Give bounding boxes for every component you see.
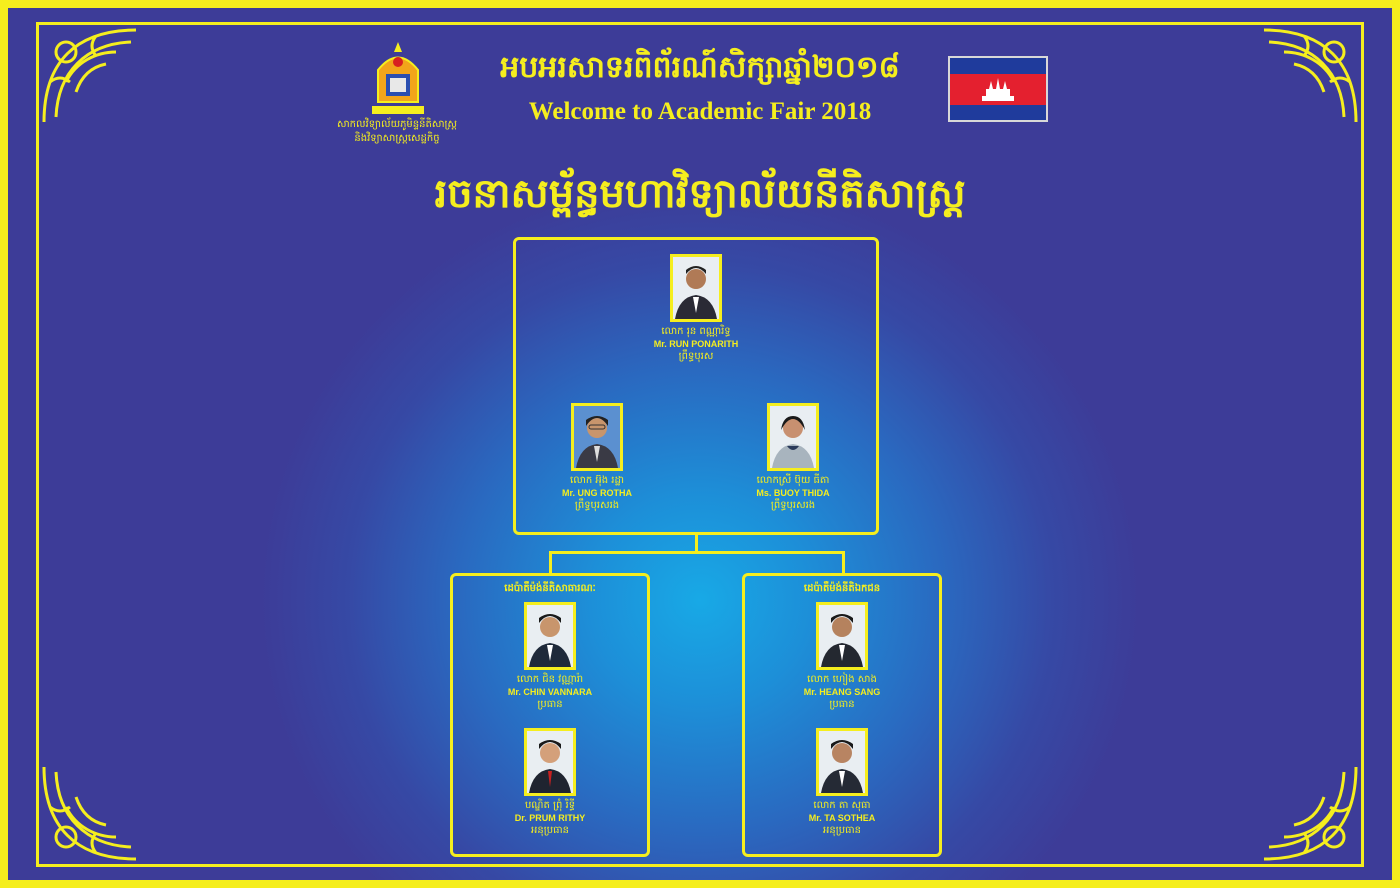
- vice-dean-role: ព្រឹទ្ធបុរសរង: [770, 500, 816, 511]
- person-name-kh: បណ្ឌិត ព្រុំ រិទ្ធី: [524, 800, 576, 811]
- vice-dean-name-en: Mr. UNG ROTHA: [561, 488, 632, 498]
- department-head-card: លោក ហៀង សាង Mr. HEANG SANG ប្រធាន: [742, 602, 942, 712]
- person-name-kh: លោក តា សុធា: [813, 800, 871, 811]
- leadership-box: [513, 237, 879, 535]
- person-name-en: Mr. CHIN VANNARA: [507, 687, 593, 697]
- department-box-private-law: [742, 573, 942, 857]
- person-role: ប្រធាន: [537, 699, 563, 710]
- cambodia-flag-icon: [948, 56, 1048, 122]
- ornament-corner-icon: [1254, 757, 1364, 867]
- person-name-en: Mr. HEANG SANG: [803, 687, 881, 697]
- person-portrait-icon: [767, 403, 819, 471]
- vice-dean-card: លោកស្រី ប៊ុយ ធីតា Ms. BUOY THIDA ព្រឹទ្ធ…: [693, 403, 893, 513]
- dean-card: លោក រុន ពណ្ណារិទ្ធ Mr. RUN PONARITH ព្រឹ…: [596, 254, 796, 364]
- department-title: ដេប៉ាតឺម៉ង់នីតិឯកជន: [803, 583, 881, 594]
- title-english: Welcome to Academic Fair 2018: [528, 98, 872, 125]
- vice-dean-role: ព្រឹទ្ធបុរសរង: [574, 500, 620, 511]
- person-name-kh: លោក ជិន វណ្ណារ៉ា: [516, 674, 584, 685]
- university-logo-icon: [368, 40, 428, 118]
- ornament-corner-icon: [1254, 22, 1364, 132]
- person-name-kh: លោក ហៀង សាង: [807, 674, 877, 685]
- ornament-corner-icon: [36, 757, 146, 867]
- connector-line: [842, 551, 845, 573]
- dean-name-en: Mr. RUN PONARITH: [653, 339, 739, 349]
- person-portrait-icon: [816, 728, 868, 796]
- inner-border: [36, 22, 1364, 867]
- logo-caption-line2: និងវិទ្យាសាស្ត្រសេដ្ឋកិច្ច: [354, 133, 440, 144]
- logo-caption: សាកលវិទ្យាល័យភូមិន្ទនីតិសាស្ត្រ និងវិទ្យ…: [322, 118, 472, 146]
- logo-caption-line1: សាកលវិទ្យាល័យភូមិន្ទនីតិសាស្ត្រ: [336, 119, 458, 130]
- dean-name-kh: លោក រុន ពណ្ណារិទ្ធ: [661, 326, 731, 337]
- person-role: អនុប្រធាន: [823, 825, 861, 836]
- vice-dean-card: លោក អ៊ុង រដ្ឋា Mr. UNG ROTHA ព្រឹទ្ធបុរស…: [497, 403, 697, 513]
- connector-line: [549, 551, 552, 573]
- title-khmer: អបអរសាទរពិព័រណ៍សិក្សាឆ្នាំ២០១៨: [500, 50, 900, 85]
- connector-line: [695, 535, 698, 553]
- person-role: ប្រធាន: [829, 699, 855, 710]
- department-title: ដេប៉ាតឺម៉ង់នីតិសាធារណៈ: [504, 583, 596, 594]
- person-name-en: Dr. PRUM RITHY: [514, 813, 586, 823]
- vice-dean-name-kh: លោក អ៊ុង រដ្ឋា: [570, 475, 624, 486]
- department-deputy-card: លោក តា សុធា Mr. TA SOTHEA អនុប្រធាន: [742, 728, 942, 838]
- person-name-en: Mr. TA SOTHEA: [808, 813, 876, 823]
- person-portrait-icon: [524, 602, 576, 670]
- ornament-corner-icon: [36, 22, 146, 132]
- person-role: អនុប្រធាន: [531, 825, 569, 836]
- person-portrait-icon: [670, 254, 722, 322]
- vice-dean-name-kh: លោកស្រី ប៊ុយ ធីតា: [756, 475, 830, 486]
- chart-heading: រចនាសម្ព័ន្ធមហាវិទ្យាល័យនីតិសាស្ត្រ: [434, 171, 966, 217]
- department-deputy-card: បណ្ឌិត ព្រុំ រិទ្ធី Dr. PRUM RITHY អនុប្…: [450, 728, 650, 838]
- department-box-public-law: [450, 573, 650, 857]
- person-portrait-icon: [524, 728, 576, 796]
- vice-dean-name-en: Ms. BUOY THIDA: [756, 488, 830, 498]
- person-portrait-icon: [571, 403, 623, 471]
- connector-line: [549, 551, 845, 554]
- department-head-card: លោក ជិន វណ្ណារ៉ា Mr. CHIN VANNARA ប្រធាន: [450, 602, 650, 712]
- dean-role: ព្រឹទ្ធបុរស: [678, 351, 714, 362]
- person-portrait-icon: [816, 602, 868, 670]
